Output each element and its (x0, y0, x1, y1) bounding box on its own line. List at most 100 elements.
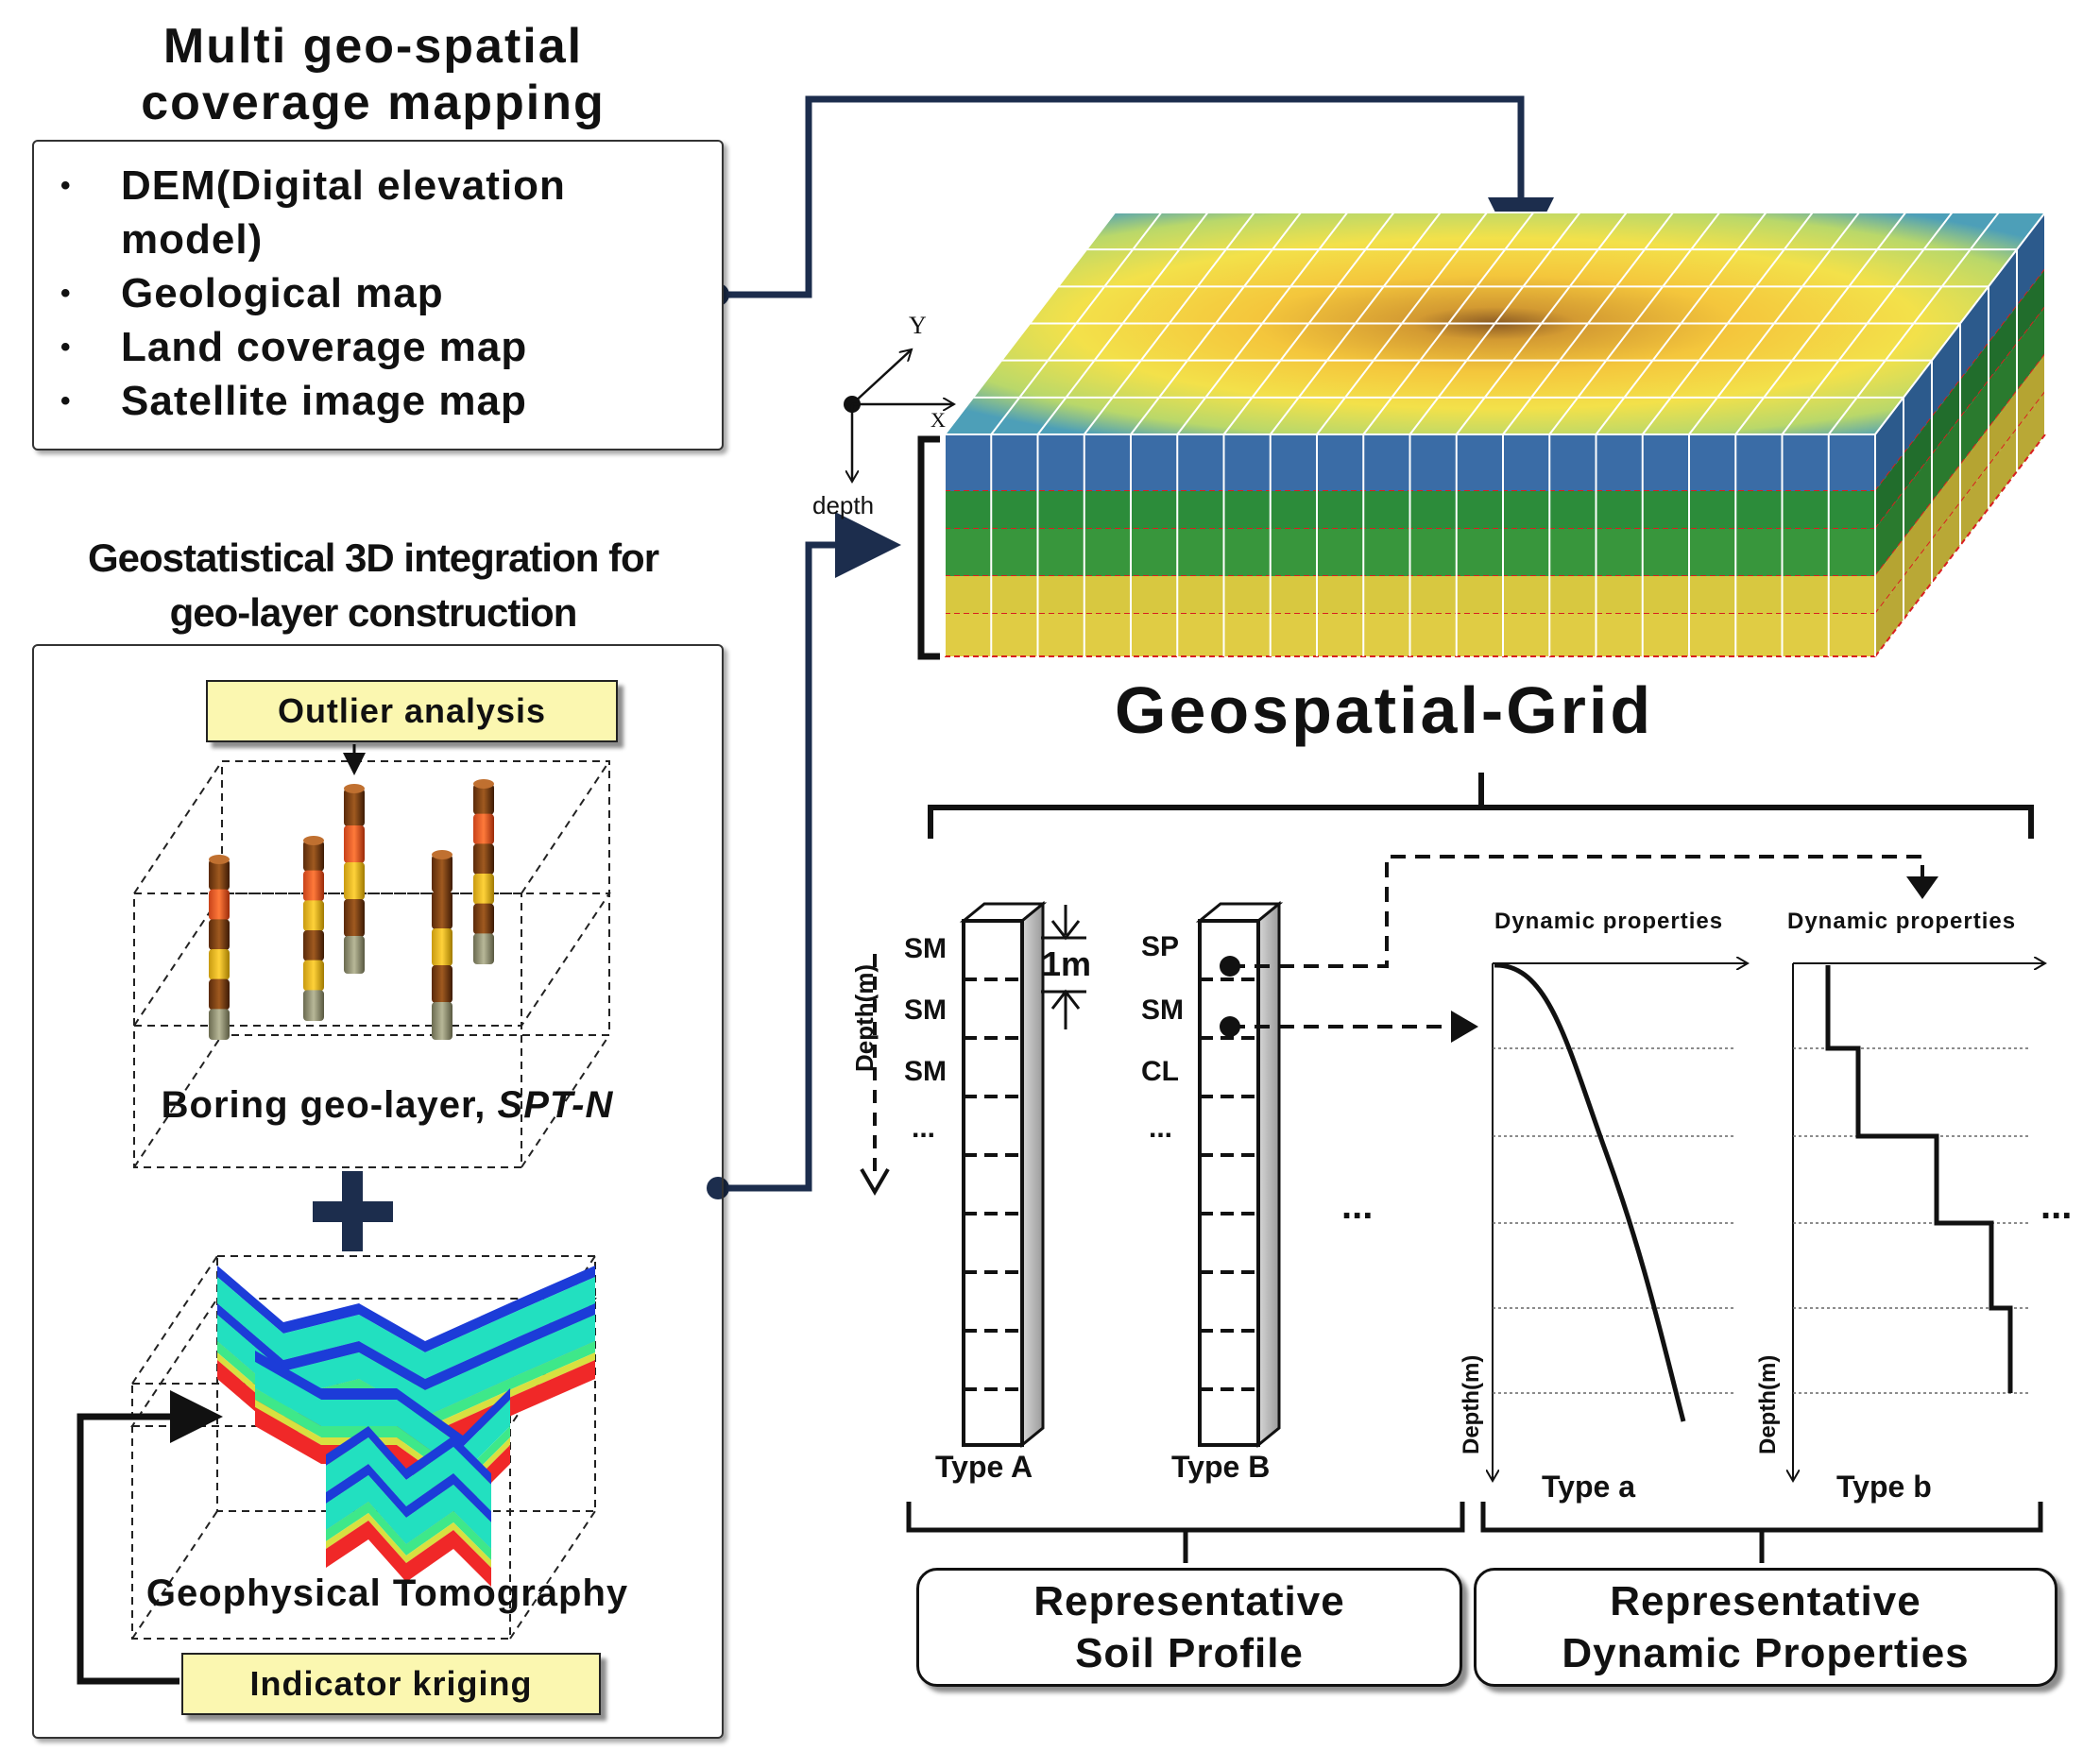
geostat-title: Geostatistical 3D integration for geo-la… (28, 531, 718, 640)
type-b-layer-2: SM (1141, 994, 1184, 1026)
tube-4-segment (473, 874, 494, 905)
tomo-section-front-lower (326, 1513, 491, 1568)
tube-4-cap (473, 779, 494, 789)
type-a-layer-1: SM (904, 933, 947, 964)
tube-3-segment (432, 1002, 452, 1040)
soil-profile-box: Representative Soil Profile (916, 1568, 1462, 1687)
soil-profile-line-1: Representative (1033, 1578, 1345, 1624)
tomo-section-front (326, 1437, 491, 1511)
tube-4-segment (473, 784, 494, 815)
type-b-layer-1: SP (1141, 931, 1180, 962)
coverage-item-dem: DEM(Digital elevation model) (34, 159, 612, 266)
tube-1-segment (303, 870, 324, 902)
tomo-section-front-lower (326, 1502, 491, 1560)
grid-title: Geospatial-Grid (1115, 673, 1654, 747)
tomography-label: Geophysical Tomography (145, 1572, 629, 1614)
tube-2-segment (344, 825, 365, 863)
coverage-list: DEM(Digital elevation model) Geological … (34, 159, 722, 428)
kriging-label: Indicator kriging (181, 1653, 601, 1715)
tomo-section-back (217, 1277, 595, 1379)
tomo-section-back (217, 1266, 595, 1352)
tube-1-segment (303, 900, 324, 931)
dynamic-plots (1493, 963, 2045, 1481)
tube-0-segment (209, 949, 230, 980)
tube-3-segment (432, 855, 452, 892)
coverage-item-satellite: Satellite image map (34, 374, 722, 428)
type-a-plot-label: Type a (1542, 1470, 1635, 1504)
tube-4-segment (473, 843, 494, 875)
depth-label-profiles: Depth(m) (850, 963, 879, 1072)
boring-label-spt: SPT-N (497, 1084, 614, 1126)
type-b-column-side (1256, 900, 1281, 1449)
depth-bracket (917, 435, 940, 660)
soil-brace (906, 1502, 1465, 1563)
type-a-label: Type A (935, 1450, 1033, 1484)
tube-2-segment (344, 936, 365, 974)
tube-2-segment (344, 862, 365, 900)
coverage-box: DEM(Digital elevation model) Geological … (32, 140, 724, 450)
axes-icon (844, 349, 954, 482)
tomo-section-front-lower (326, 1475, 491, 1549)
axis-depth-label: depth (812, 491, 875, 519)
interval-label: 1m (1042, 944, 1092, 983)
plus-icon (313, 1171, 393, 1251)
tube-0-segment (209, 889, 230, 921)
type-a-column-front (962, 919, 1024, 1447)
coverage-item-geological: Geological map (34, 266, 722, 320)
depth-arrow-a (860, 954, 890, 1196)
dyn-axis-label-a: Dynamic properties (1494, 909, 1724, 934)
tomo-section-mid (255, 1388, 510, 1485)
boring-tubes (209, 779, 494, 1040)
coverage-title-line-1: Multi geo-spatial (162, 19, 584, 74)
outlier-label: Outlier analysis (206, 680, 618, 742)
tube-4-segment (473, 813, 494, 845)
coverage-title: Multi geo-spatial coverage mapping (57, 19, 690, 132)
tube-0-segment (209, 919, 230, 950)
tomography-sections (217, 1266, 595, 1587)
tube-2-segment (344, 789, 365, 826)
geostat-title-line-1: Geostatistical 3D integration for (87, 536, 659, 580)
geostat-box (32, 644, 724, 1739)
type-b-column-front (1198, 919, 1260, 1447)
type-a-layer-3: SM (904, 1056, 947, 1087)
tomo-section-front (326, 1426, 491, 1485)
tube-2-cap (344, 784, 365, 793)
dyn-depth-label-b: Depth(m) (1755, 1354, 1781, 1454)
axis-y-label: Y (909, 312, 927, 339)
tomo-section-back-lower (217, 1303, 595, 1390)
tube-1-segment (303, 960, 324, 992)
tube-4-segment (473, 903, 494, 935)
type-b-layer-3: CL (1141, 1056, 1179, 1087)
tube-3-cap (432, 850, 452, 859)
type-b-label: Type B (1171, 1450, 1271, 1484)
geostat-connector (707, 512, 901, 1199)
dynamic-ellipsis: ... (2040, 1185, 2073, 1227)
plot-b-stepline (1825, 965, 2013, 1393)
type-b-layer-more: ... (1149, 1113, 1173, 1144)
tomo-section-mid (255, 1351, 510, 1447)
dyn-depth-label-a: Depth(m) (1459, 1354, 1484, 1454)
kriging-feedback-arrow (77, 1390, 223, 1685)
type-a-layer-more: ... (912, 1113, 936, 1144)
type-a-column-side (1020, 900, 1045, 1449)
type-b-plot-label: Type b (1836, 1470, 1932, 1504)
type-b-connectors (1220, 855, 1938, 1043)
geostat-title-line-2: geo-layer construction (169, 589, 578, 635)
type-a-layer-2: SM (904, 994, 947, 1026)
soil-profile-line-2: Soil Profile (1075, 1630, 1304, 1676)
tomo-section-front-lower (326, 1521, 491, 1587)
tube-3-segment (432, 965, 452, 1003)
tube-1-segment (303, 930, 324, 961)
plot-a-curve (1494, 962, 1686, 1422)
coverage-title-line-2: coverage mapping (141, 75, 606, 130)
geospatial-grid-block (942, 212, 2048, 657)
profiles-ellipsis: ... (1341, 1185, 1374, 1227)
dynamic-props-line-2: Dynamic Properties (1562, 1630, 1970, 1676)
tube-4-segment (473, 933, 494, 964)
tube-0-segment (209, 859, 230, 891)
dynamic-brace (1480, 1502, 2043, 1563)
dyn-axis-label-b: Dynamic properties (1787, 909, 2017, 934)
tube-0-segment (209, 1009, 230, 1040)
boring-label-main: Boring geo-layer, (161, 1084, 498, 1126)
tube-0-segment (209, 978, 230, 1011)
